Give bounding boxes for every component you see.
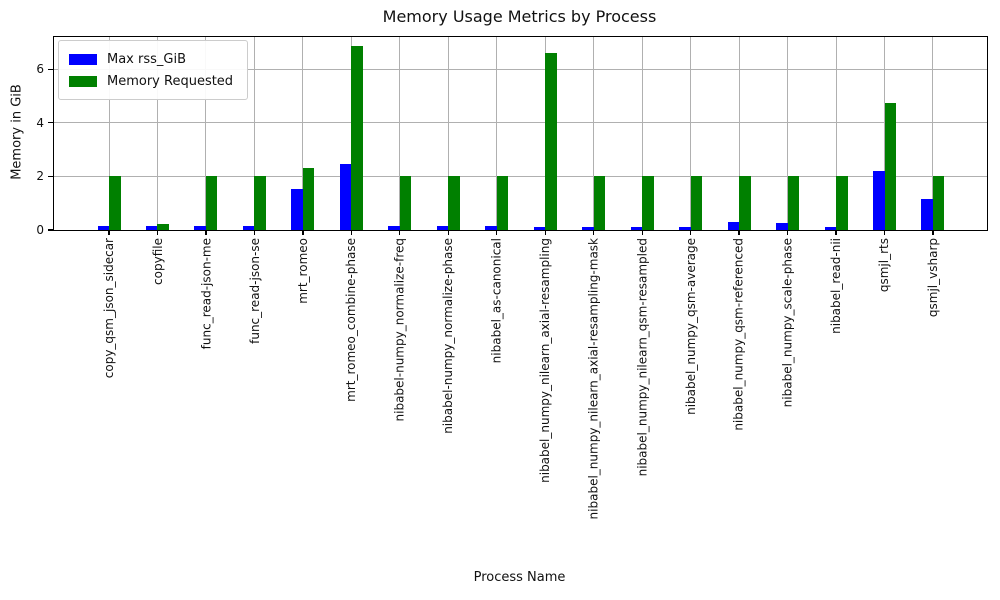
- legend-item-memory-requested: Memory Requested: [69, 70, 233, 92]
- gridline-vertical: [641, 37, 643, 230]
- bar-max-rss: [582, 226, 594, 230]
- bar-memory-requested: [545, 53, 557, 230]
- x-tick-mark: [786, 231, 789, 235]
- gridline-vertical: [399, 37, 401, 230]
- gridline-vertical: [738, 37, 740, 230]
- gridline-vertical: [835, 37, 837, 230]
- x-tick-mark: [932, 231, 934, 235]
- x-tick-mark: [447, 231, 449, 235]
- gridline-vertical: [108, 37, 110, 230]
- legend-label-memory-requested: Memory Requested: [107, 73, 234, 89]
- x-tick-mark: [593, 231, 595, 235]
- x-tick-mark: [350, 231, 352, 235]
- bar-memory-requested: [932, 176, 945, 230]
- bar-memory-requested: [351, 46, 363, 230]
- chart-title: Memory Usage Metrics by Process: [382, 7, 657, 26]
- x-tick-mark: [205, 231, 207, 235]
- gridline-vertical: [302, 37, 304, 230]
- bar-memory-requested: [836, 176, 848, 230]
- x-tick-mark: [399, 231, 401, 235]
- bar-max-rss: [485, 226, 497, 230]
- gridline-vertical: [156, 37, 158, 230]
- bar-memory-requested: [884, 102, 897, 230]
- y-tick-mark: [48, 68, 53, 70]
- bar-max-rss: [873, 171, 885, 230]
- bar-memory-requested: [302, 168, 315, 230]
- gridline-vertical: [787, 37, 789, 230]
- bar-max-rss: [97, 226, 109, 230]
- bar-memory-requested: [448, 176, 460, 230]
- bar-max-rss: [388, 225, 400, 230]
- bar-max-rss: [776, 222, 788, 230]
- bar-max-rss: [436, 226, 449, 230]
- legend: Max rss_GiB Memory Requested: [58, 40, 249, 100]
- y-tick-label: 0: [36, 223, 44, 237]
- y-axis-title: Memory in GiB: [9, 84, 25, 180]
- x-tick-mark: [156, 231, 159, 235]
- bar-memory-requested: [787, 176, 800, 230]
- bar-max-rss: [824, 226, 837, 230]
- gridline-vertical: [205, 37, 207, 230]
- legend-item-max-rss: Max rss_GiB: [69, 48, 233, 70]
- bar-max-rss: [194, 226, 206, 230]
- x-tick-mark: [641, 231, 643, 235]
- x-tick-mark: [835, 231, 837, 235]
- bar-max-rss: [921, 198, 933, 230]
- x-tick-mark: [883, 231, 886, 235]
- y-tick-label: 4: [36, 115, 44, 130]
- y-tick-mark: [48, 229, 53, 231]
- bar-memory-requested: [642, 176, 654, 230]
- bar-memory-requested: [496, 176, 509, 230]
- x-tick-mark: [253, 231, 256, 235]
- bar-max-rss: [630, 226, 643, 230]
- gridline-vertical: [447, 37, 449, 230]
- x-tick-mark: [108, 231, 110, 235]
- x-tick-mark: [544, 231, 546, 235]
- gridline-horizontal: [54, 175, 987, 177]
- bar-max-rss: [679, 226, 691, 230]
- x-axis-title: Process Name: [473, 570, 566, 585]
- x-tick-mark: [689, 231, 692, 235]
- bar-max-rss: [145, 226, 158, 230]
- y-tick-mark: [48, 175, 53, 178]
- bar-max-rss: [339, 164, 352, 230]
- y-tick-mark: [48, 122, 53, 124]
- legend-swatch-max-rss-icon: [69, 53, 97, 65]
- gridline-vertical: [690, 37, 692, 230]
- y-tick-label: 2: [36, 169, 44, 184]
- gridline-vertical: [593, 37, 595, 230]
- gridline-horizontal: [54, 122, 987, 124]
- bar-max-rss: [727, 221, 740, 230]
- bar-memory-requested: [739, 176, 751, 230]
- x-tick-mark: [496, 231, 498, 235]
- gridline-vertical: [496, 37, 498, 230]
- gridline-vertical: [253, 37, 255, 230]
- gridline-horizontal: [54, 68, 987, 70]
- bar-memory-requested: [593, 176, 606, 230]
- bar-memory-requested: [254, 176, 266, 230]
- bar-max-rss: [242, 226, 255, 230]
- x-tick-mark: [302, 231, 304, 235]
- y-tick-label: 6: [36, 62, 44, 77]
- bar-memory-requested: [399, 176, 412, 230]
- x-tick-mark: [738, 231, 740, 235]
- gridline-vertical: [932, 37, 934, 230]
- legend-label-max-rss: Max rss_GiB: [107, 51, 187, 67]
- bar-memory-requested: [690, 176, 703, 230]
- bar-max-rss: [533, 226, 546, 230]
- bar-memory-requested: [157, 224, 169, 230]
- bar-memory-requested: [109, 176, 121, 230]
- legend-swatch-memory-requested-icon: [69, 75, 97, 87]
- bar-max-rss: [291, 188, 303, 230]
- bar-memory-requested: [205, 176, 218, 230]
